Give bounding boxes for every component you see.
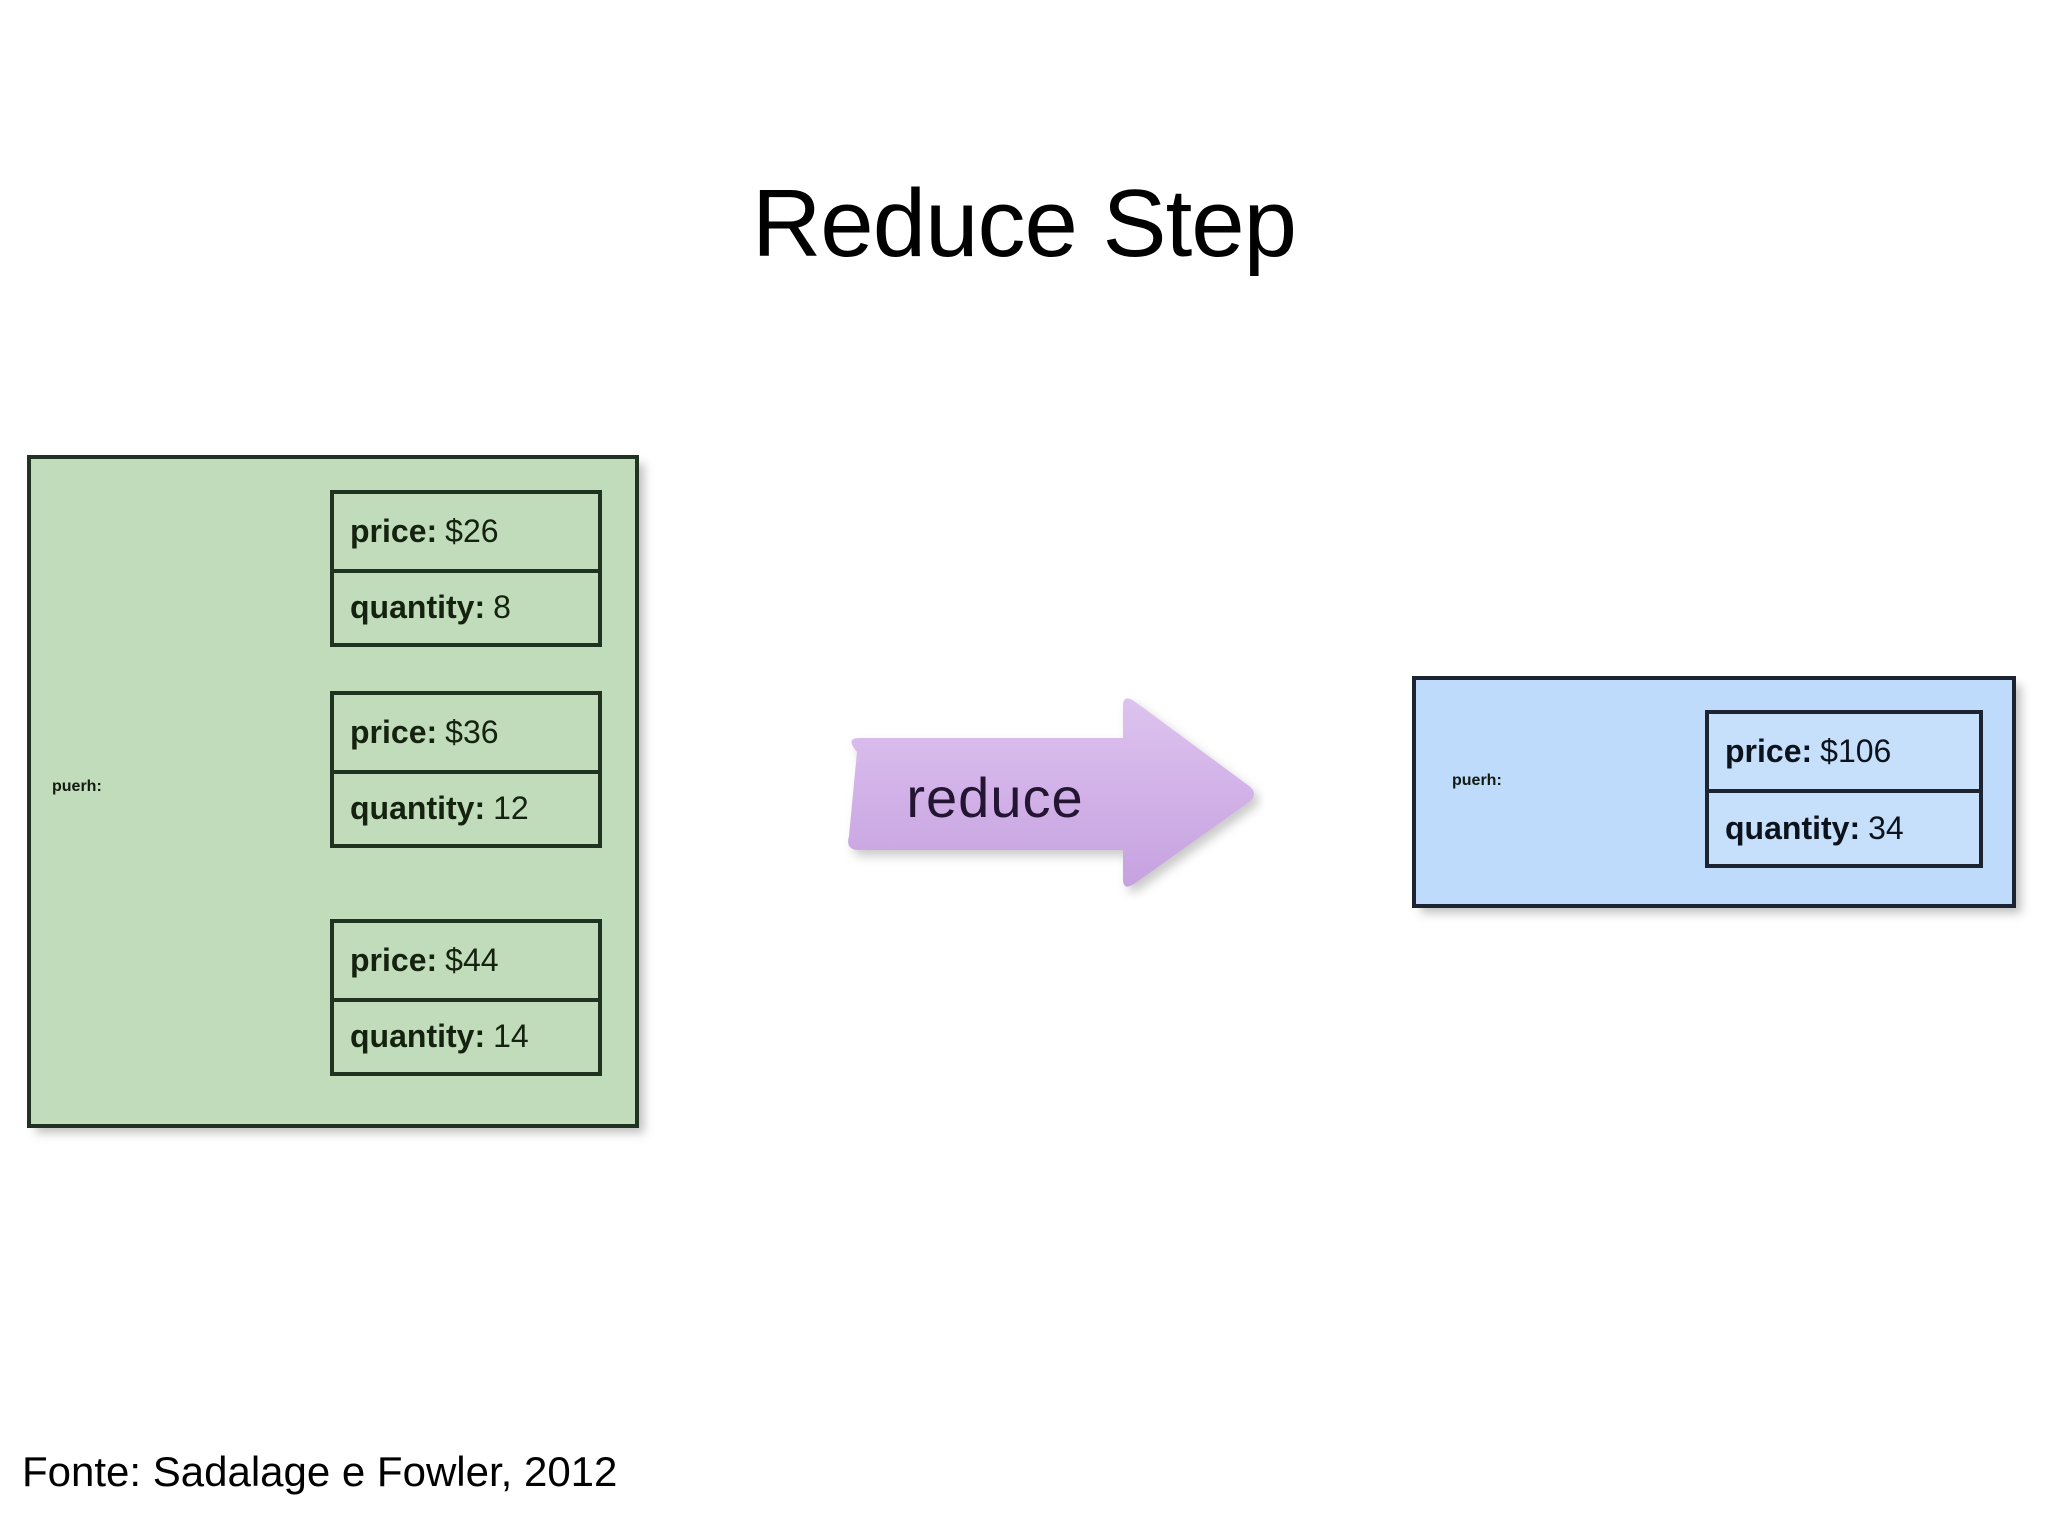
price-value: $36 bbox=[445, 713, 499, 750]
record-row-price: price: $106 bbox=[1709, 714, 1979, 789]
quantity-key: quantity: bbox=[350, 589, 486, 626]
output-record: price: $106 quantity: 34 bbox=[1705, 710, 1983, 868]
input-group-key-label: puerh: bbox=[52, 778, 102, 795]
price-value: $106 bbox=[1820, 733, 1892, 769]
price-key: price: bbox=[350, 713, 438, 750]
price-key: price: bbox=[350, 941, 438, 978]
input-record-1: price: $36 quantity: 12 bbox=[330, 691, 602, 848]
price-key: price: bbox=[350, 512, 438, 549]
record-row-price: price: $36 bbox=[334, 695, 598, 770]
price-key: price: bbox=[1725, 733, 1813, 769]
quantity-value: 12 bbox=[493, 790, 529, 827]
reduce-arrow-icon bbox=[835, 690, 1265, 900]
input-record-0: price: $26 quantity: 8 bbox=[330, 490, 602, 647]
price-value: $26 bbox=[445, 512, 499, 549]
input-record-2: price: $44 quantity: 14 bbox=[330, 919, 602, 1076]
record-row-quantity: quantity: 12 bbox=[334, 769, 598, 845]
output-group-key-label: puerh: bbox=[1452, 772, 1502, 789]
record-row-quantity: quantity: 34 bbox=[1709, 789, 1979, 864]
record-row-quantity: quantity: 8 bbox=[334, 568, 598, 644]
quantity-key: quantity: bbox=[350, 790, 486, 827]
quantity-key: quantity: bbox=[350, 1018, 486, 1055]
record-row-quantity: quantity: 14 bbox=[334, 997, 598, 1073]
quantity-key: quantity: bbox=[1725, 810, 1861, 846]
record-row-price: price: $26 bbox=[334, 494, 598, 569]
quantity-value: 14 bbox=[493, 1018, 529, 1055]
record-row-price: price: $44 bbox=[334, 923, 598, 998]
price-value: $44 bbox=[445, 941, 499, 978]
quantity-value: 34 bbox=[1868, 810, 1904, 846]
quantity-value: 8 bbox=[493, 589, 511, 626]
source-citation: Fonte: Sadalage e Fowler, 2012 bbox=[22, 1448, 618, 1495]
page-title: Reduce Step bbox=[751, 170, 1297, 278]
